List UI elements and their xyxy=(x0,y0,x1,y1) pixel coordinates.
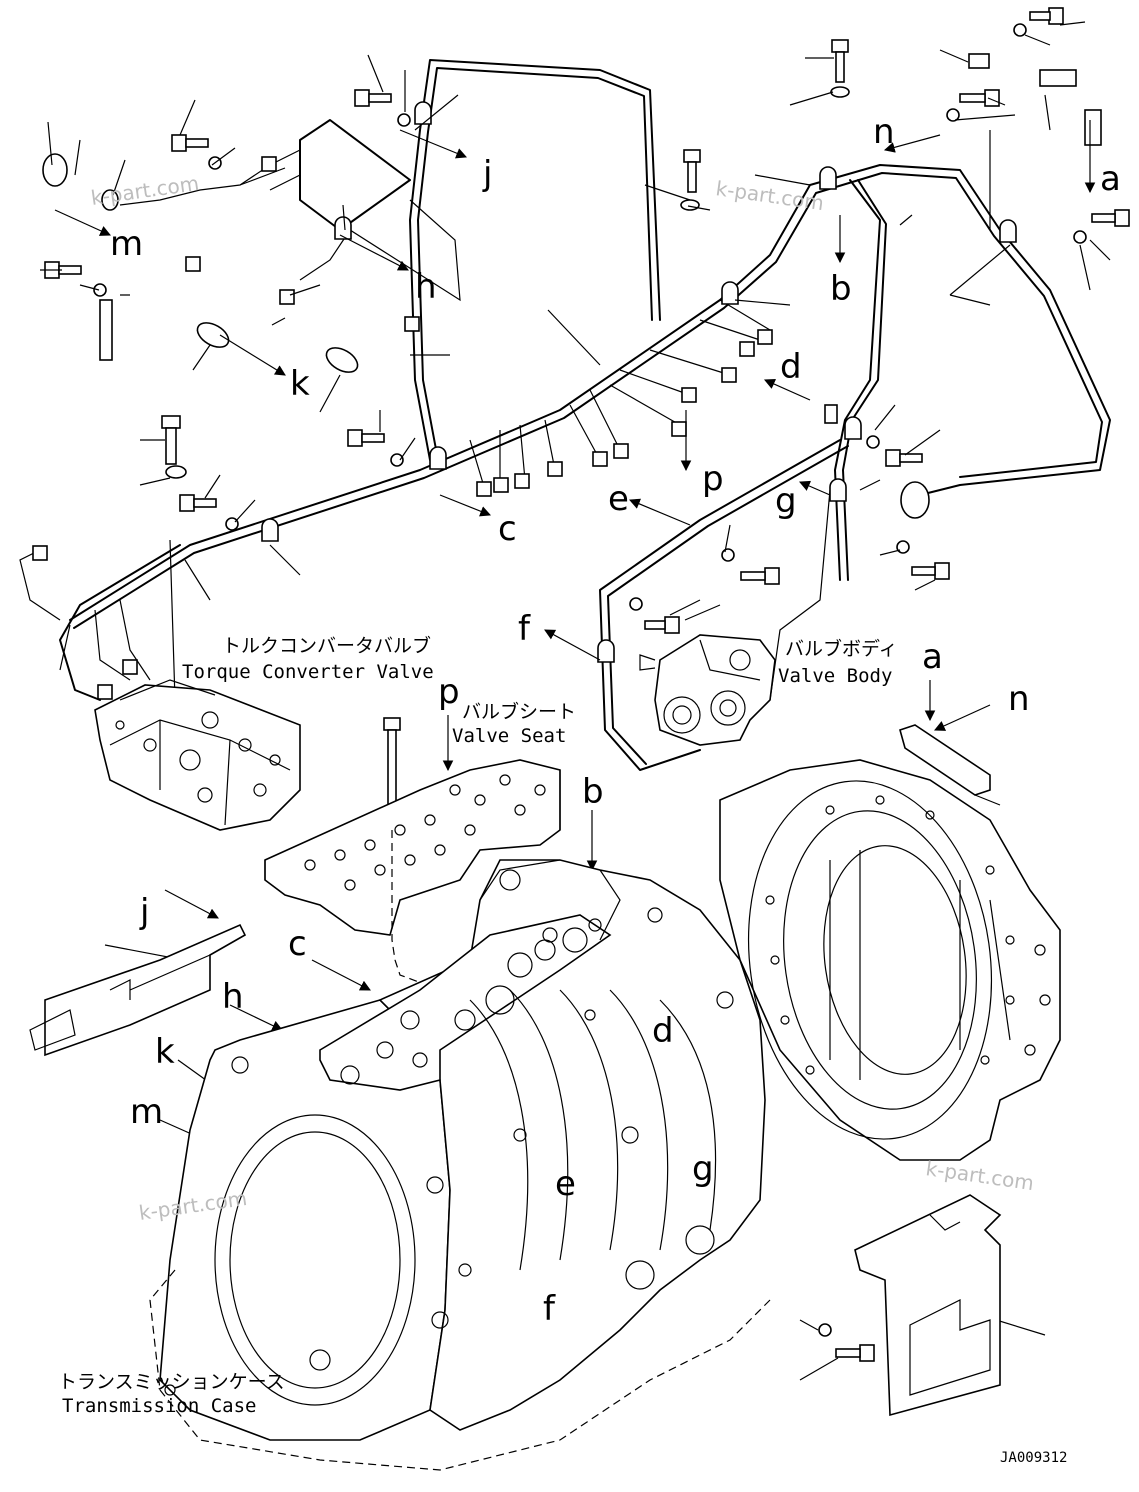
letter-g-bottom: g xyxy=(692,1149,714,1189)
letter-n-bottom: n xyxy=(1008,679,1030,719)
watermark-bottom-right: k-part.com xyxy=(924,1156,1035,1195)
letter-h-top: h xyxy=(415,267,437,307)
valve-seat-label-en: Valve Seat xyxy=(452,725,566,747)
letter-c-bottom: c xyxy=(288,924,307,964)
letter-p-top: p xyxy=(702,459,724,499)
letter-m-bottom: m xyxy=(130,1092,163,1132)
torque-converter-valve-label-en: Torque Converter Valve xyxy=(182,661,434,683)
watermark-top-right: k-part.com xyxy=(714,176,825,215)
bracket-n xyxy=(899,724,991,796)
component-labels: トルクコンバータバルブ Torque Converter Valve バルブボデ… xyxy=(58,634,898,1417)
watermark-top-left: k-part.com xyxy=(89,171,200,210)
transmission-case-label-en: Transmission Case xyxy=(62,1395,256,1417)
letter-j-top: j xyxy=(482,154,492,194)
letter-e-top: e xyxy=(608,479,629,519)
letter-k-bottom: k xyxy=(155,1032,175,1072)
letter-k-top: k xyxy=(290,364,310,404)
transmission-case-label-jp: トランスミッションケース xyxy=(58,1371,285,1393)
torque-converter-valve-label-jp: トルクコンバータバルブ xyxy=(222,634,431,657)
letter-j-bottom: j xyxy=(139,892,149,932)
leader-lines xyxy=(40,21,1111,1381)
letter-b-top: b xyxy=(830,269,852,309)
letter-d-top: d xyxy=(780,347,802,387)
letter-f-top: f xyxy=(518,609,531,649)
letter-h-bottom: h xyxy=(222,977,244,1017)
letter-d-bottom: d xyxy=(652,1011,674,1051)
bolts-and-washers xyxy=(44,7,1130,1362)
letter-p-bottom: p xyxy=(438,672,460,712)
valve-body-label-jp: バルブボディ xyxy=(785,637,898,660)
letter-e-bottom: e xyxy=(555,1164,576,1204)
bracket-j xyxy=(29,923,247,1057)
cover-plate xyxy=(854,1194,1002,1417)
letter-g-top: g xyxy=(775,481,797,521)
valve-body-label-en: Valve Body xyxy=(778,665,892,687)
letter-b-bottom: b xyxy=(582,772,604,812)
letter-f-bottom: f xyxy=(543,1289,556,1329)
letter-c-top: c xyxy=(498,509,517,549)
wiring-harness xyxy=(19,53,1111,771)
letter-a-top: a xyxy=(1100,159,1121,199)
drawing-code: JA009312 xyxy=(1000,1450,1067,1466)
letter-n-top: n xyxy=(873,112,895,152)
letter-a-bottom: a xyxy=(922,637,943,677)
callout-letters: a b c d e f g h j k m n p a n p b j c h … xyxy=(110,112,1121,1329)
torque-converter-valve xyxy=(94,679,301,831)
transmission-case xyxy=(149,859,771,1471)
torque-converter-housing xyxy=(719,759,1061,1161)
letter-m-top: m xyxy=(110,224,143,264)
valve-seat xyxy=(264,759,561,991)
valve-body xyxy=(639,634,776,746)
valve-seat-label-jp: バルブシート xyxy=(462,700,576,723)
